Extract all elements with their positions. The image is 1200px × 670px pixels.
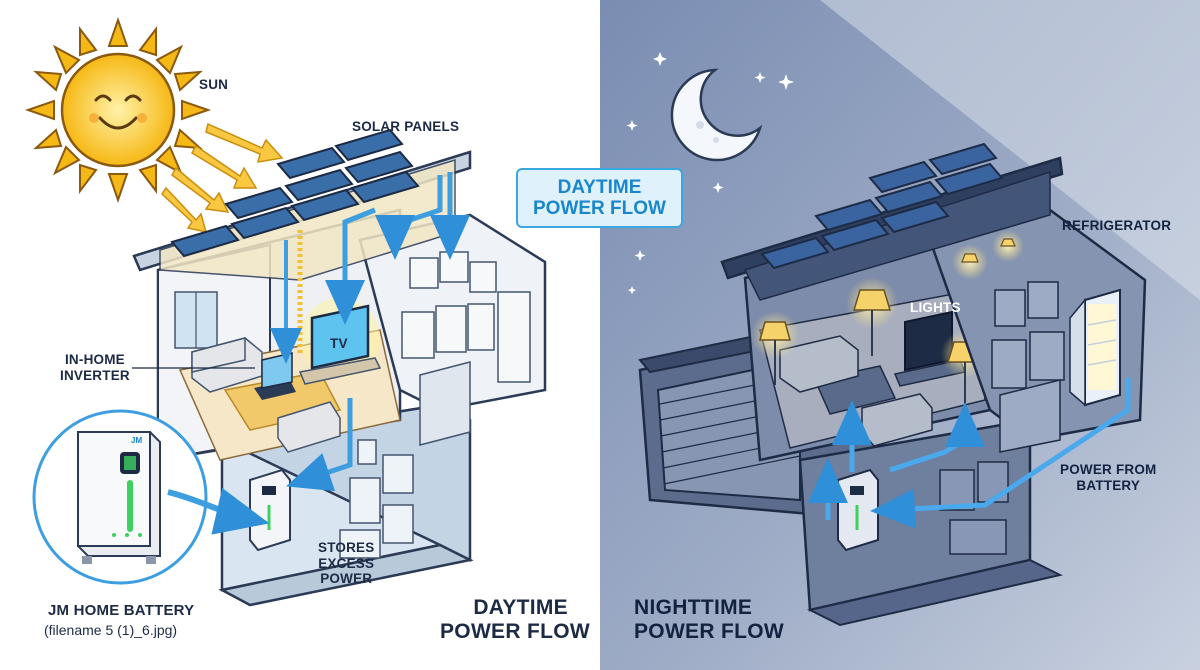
daytime-title-line1: DAYTIME: [473, 596, 568, 619]
nighttime-title-line2: POWER FLOW: [634, 620, 784, 644]
stores-label-line3: POWER: [320, 571, 373, 587]
badge-line1: DAYTIME: [557, 176, 642, 198]
solar-panel-icon: [760, 142, 1004, 270]
in-home-inverter-label: IN-HOME INVERTER: [60, 352, 130, 383]
nighttime-title-line1: NIGHTTIME: [634, 596, 753, 619]
battery-filename: (filename 5 (1)_6.jpg): [44, 622, 178, 638]
inverter-icon: [249, 468, 291, 552]
sun-icon: [24, 16, 212, 204]
tv-icon: [893, 310, 967, 387]
stores-excess-power-label: STORES EXCESS POWER: [318, 540, 374, 587]
refrigerator-label: REFRIGERATOR: [1062, 218, 1172, 233]
power-from-battery-line1: POWER FROM: [1060, 462, 1157, 477]
stores-label-line2: EXCESS: [318, 555, 375, 571]
sun-label: SUN: [199, 77, 229, 92]
inverter-icon: [837, 468, 879, 552]
power-from-battery-label: POWER FROM BATTERY: [1060, 462, 1157, 493]
night-flow-lines: [808, 378, 1131, 529]
daytime-power-flow-badge: DAYTIME POWER FLOW: [516, 168, 683, 228]
lights-label: LIGHTS: [910, 300, 961, 315]
battery-logo: JM: [131, 436, 143, 445]
power-from-battery-line2: BATTERY: [1076, 477, 1141, 493]
moon-icon: [670, 68, 763, 162]
sunlight-arrows: [161, 122, 284, 234]
badge-line2: POWER FLOW: [533, 198, 666, 219]
in-home-inverter-label-line2: INVERTER: [60, 367, 130, 383]
nighttime-title: NIGHTTIME POWER FLOW: [634, 596, 784, 644]
solar-panel-icon: [170, 128, 420, 258]
in-home-inverter-label-line1: IN-HOME: [64, 352, 125, 367]
stores-label-line1: STORES: [318, 540, 375, 555]
battery-callout: [32, 409, 270, 585]
day-flow-lines: [270, 172, 470, 492]
solar-panels-label: SOLAR PANELS: [352, 119, 460, 134]
tv-label: TV: [330, 336, 348, 351]
refrigerator-icon: [1069, 288, 1121, 407]
daytime-title: DAYTIME POWER FLOW: [440, 596, 590, 644]
star-icon: [626, 52, 794, 295]
battery-icon: [77, 431, 161, 564]
daytime-title-line2: POWER FLOW: [440, 620, 590, 644]
battery-title: JM HOME BATTERY: [48, 602, 195, 619]
